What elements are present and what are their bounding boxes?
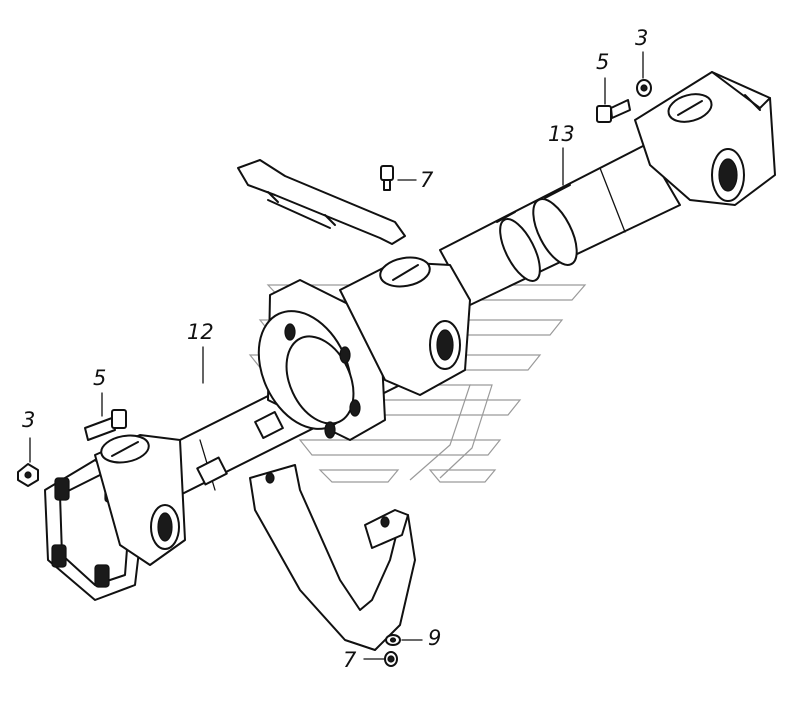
callout-washer: 9 — [428, 626, 442, 650]
plate-bolt-7 — [380, 165, 394, 191]
callout-plate-bolt: 7 — [420, 168, 434, 192]
callout-shaft: 12 — [187, 320, 214, 344]
right-end-yoke — [634, 71, 776, 206]
top-bolt-5 — [596, 99, 631, 123]
left-nut-3 — [17, 463, 39, 487]
center-flange-assembly — [257, 256, 471, 441]
leader-lines — [29, 51, 644, 660]
left-end-flange-yoke — [44, 434, 186, 601]
top-nut-3 — [636, 79, 652, 97]
mounting-plate — [237, 159, 406, 245]
sleeve-section-13 — [439, 144, 681, 306]
callout-bottom-bolt: 7 — [343, 648, 357, 672]
callout-left-nut: 3 — [22, 408, 36, 432]
callout-left-bolt: 5 — [93, 366, 107, 390]
callout-top-nut: 3 — [635, 26, 649, 50]
support-strap — [249, 464, 416, 651]
left-bolt-5 — [84, 409, 127, 441]
washer-9 — [385, 634, 401, 646]
bottom-bolt-7 — [384, 651, 398, 667]
callout-sleeve: 13 — [548, 122, 575, 146]
callout-top-bolt: 5 — [596, 50, 610, 74]
